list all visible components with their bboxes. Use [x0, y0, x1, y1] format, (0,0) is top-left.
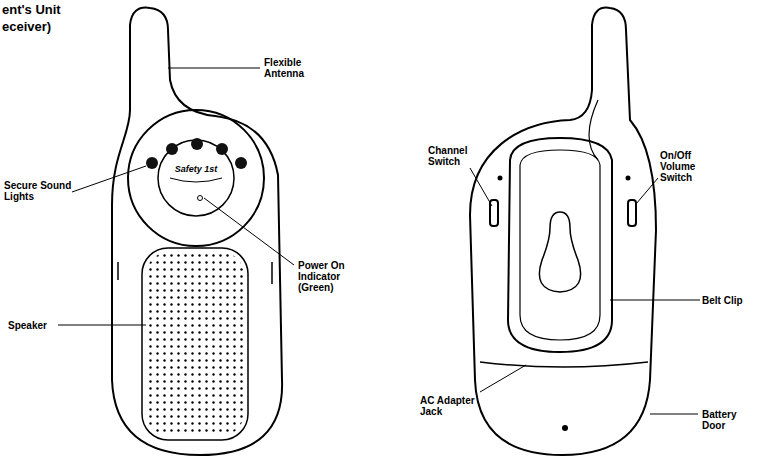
part-label: Battery Door — [702, 409, 754, 431]
part-label: Power On Indicator (Green) — [298, 260, 378, 293]
heading-text: eceiver) — [2, 20, 122, 34]
part-label: Belt Clip — [702, 295, 754, 306]
part-label: Speaker — [8, 320, 56, 331]
part-label: Flexible Antenna — [264, 57, 324, 79]
part-label: On/Off Volume Switch — [660, 150, 720, 183]
heading-text: ent's Unit — [2, 3, 122, 17]
part-label: AC Adapter Jack — [420, 395, 482, 417]
part-label: Secure Sound Lights — [4, 180, 72, 202]
part-label: Channel Switch — [428, 145, 488, 167]
brand-logo: Safety 1st — [166, 164, 226, 174]
